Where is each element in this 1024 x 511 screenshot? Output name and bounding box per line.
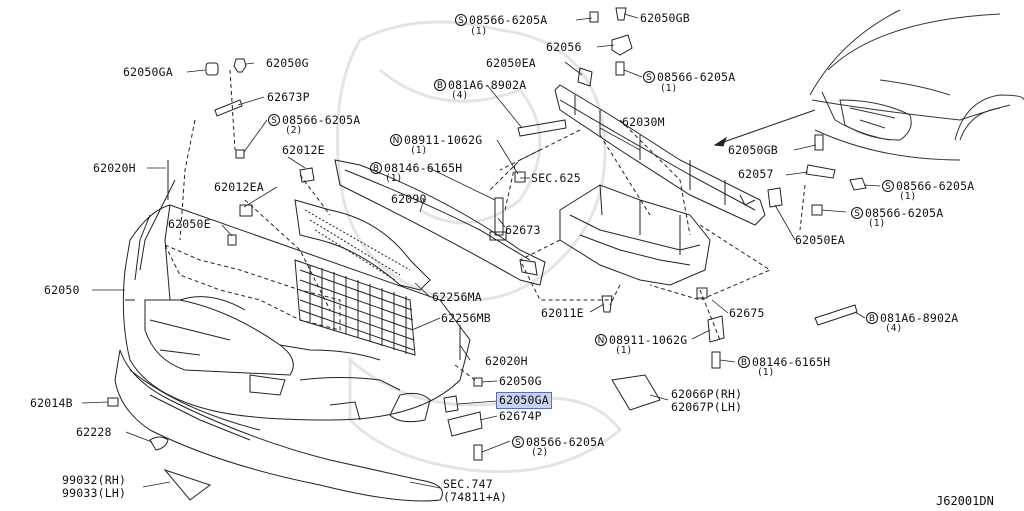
part-label-62050GB-top: 62050GB	[640, 11, 690, 25]
section-label-625: SEC.625	[531, 171, 581, 185]
prefix-s-marker: S	[882, 180, 894, 192]
qty-label: (1)	[757, 367, 775, 378]
leader-lines	[81, 13, 881, 489]
underside-bracket	[559, 184, 711, 286]
part-label-62673P: 62673P	[267, 90, 310, 104]
absorber-bar	[334, 159, 546, 286]
part-label-62050GA-top: 62050GA	[123, 65, 173, 79]
prefix-n-marker: N	[595, 334, 607, 346]
part-label-62673: 62673	[505, 223, 541, 237]
qty-label: (1)	[615, 345, 633, 356]
qty-label: (2)	[285, 125, 303, 136]
part-label-62014B: 62014B	[30, 396, 73, 410]
lower-splitter	[114, 349, 443, 502]
diagram-code: J62001DN	[936, 494, 994, 508]
qty-label: (4)	[885, 323, 903, 334]
part-label-62012E: 62012E	[282, 143, 325, 157]
part-label-62050GB-right: 62050GB	[728, 143, 778, 157]
qty-label: (2)	[531, 447, 549, 458]
part-label-62030M: 62030M	[622, 115, 665, 129]
part-label-08566-r1: 08566-6205A	[896, 179, 975, 193]
fascia-dashed-frame	[163, 244, 341, 331]
part-label-62050G-mid: 62050G	[499, 374, 542, 388]
part-label-081A6-top: 081A6-8902A	[448, 78, 527, 92]
prefix-n-marker: N	[390, 134, 402, 146]
part-label-62674P: 62674P	[499, 409, 542, 423]
part-label-62050EA-right: 62050EA	[795, 233, 845, 247]
section-label-74811: (74811+A)	[443, 490, 508, 504]
part-label-62050EA-top: 62050EA	[486, 56, 536, 70]
part-label-08911-bot: 08911-1062G	[609, 333, 688, 347]
part-label-08146-top: 08146-6165H	[384, 161, 463, 175]
part-label-62020H-mid: 62020H	[485, 354, 528, 368]
qty-label: (1)	[410, 145, 428, 156]
car-leader-arrow	[714, 109, 816, 146]
prefix-b-marker: B	[370, 162, 382, 174]
part-label-99032: 99032(RH)	[62, 473, 127, 487]
part-label-62067P: 62067P(LH)	[671, 400, 743, 414]
part-label-62012EA: 62012EA	[214, 180, 264, 194]
qty-label: (1)	[899, 191, 917, 202]
part-label-62066P: 62066P(RH)	[671, 387, 743, 401]
part-label-62090: 62090	[391, 192, 427, 206]
fasteners	[107, 7, 867, 501]
part-label-62011E: 62011E	[541, 306, 584, 320]
part-label-08911-top: 08911-1062G	[404, 133, 483, 147]
part-label-62256MB: 62256MB	[441, 311, 491, 325]
part-label-62020H-left: 62020H	[93, 161, 136, 175]
part-label-08566-mid: 08566-6205A	[657, 70, 736, 84]
part-label-62050E: 62050E	[168, 217, 211, 231]
prefix-s-marker: S	[455, 14, 467, 26]
car-outline	[809, 9, 1024, 161]
prefix-s-marker: S	[512, 436, 524, 448]
prefix-b-marker: B	[866, 312, 878, 324]
part-label-62050GA-highlighted[interactable]: 62050GA	[496, 392, 552, 409]
qty-label: (4)	[451, 90, 469, 101]
part-label-62256MA: 62256MA	[432, 290, 482, 304]
bumper-fascia	[122, 179, 471, 423]
section-label-747: SEC.747	[443, 477, 493, 491]
prefix-s-marker: S	[851, 207, 863, 219]
qty-label: (1)	[660, 83, 678, 94]
prefix-s-marker: S	[268, 114, 280, 126]
part-label-08566-top: 08566-6205A	[469, 13, 548, 27]
prefix-b-marker: B	[434, 79, 446, 91]
part-label-08146-bot: 08146-6165H	[752, 355, 831, 369]
prefix-b-marker: B	[738, 356, 750, 368]
qty-label: (1)	[868, 218, 886, 229]
part-label-08566-r2: 08566-6205A	[865, 206, 944, 220]
upper-grille	[294, 199, 431, 291]
watermark-emblem	[336, 20, 623, 474]
part-label-081A6-right: 081A6-8902A	[880, 311, 959, 325]
prefix-s-marker: S	[643, 71, 655, 83]
part-label-08566-bot: 08566-6205A	[526, 435, 605, 449]
part-label-08566-left: 08566-6205A	[282, 113, 361, 127]
part-label-62228: 62228	[76, 425, 112, 439]
assembly-guides	[179, 69, 806, 381]
part-label-62050G-top: 62050G	[266, 56, 309, 70]
part-label-62057: 62057	[738, 167, 774, 181]
part-label-62050: 62050	[44, 283, 80, 297]
part-label-62675: 62675	[729, 306, 765, 320]
qty-label: (1)	[470, 26, 488, 37]
mesh-grille	[294, 259, 416, 356]
part-label-99033: 99033(LH)	[62, 486, 127, 500]
part-label-62056: 62056	[546, 40, 582, 54]
qty-label: (1)	[385, 173, 403, 184]
